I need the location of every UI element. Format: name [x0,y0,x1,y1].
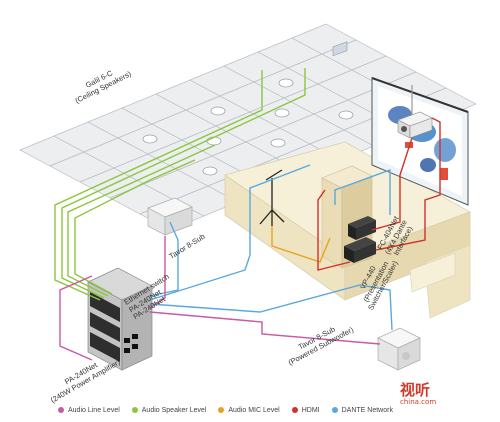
speaker-cable-4 [74,159,196,295]
microphone-stand [259,169,285,226]
projector [397,85,433,139]
projection-screen [371,77,469,206]
dante-cable-1 [149,221,179,297]
ceiling-speaker [202,166,218,176]
mic-cable [271,226,331,263]
ceiling-speaker [210,106,226,116]
ceiling-speaker [270,138,286,148]
legend-label: DANTE Network [341,406,393,414]
fc404-device [348,216,376,240]
tavor-subwoofer-bottom [377,327,421,371]
ceiling-speaker [338,110,354,120]
vp440-device [344,237,376,263]
ceiling-speaker [278,78,294,88]
legend: Audio Line Level Audio Speaker Level Audio… [0,402,500,418]
hdmi-cable-1 [317,189,351,271]
legend-item: Audio Line Level [58,407,120,414]
tavor-subwoofer-top [147,197,193,236]
dante-cable-3 [149,284,393,331]
equipment-rack [87,267,153,371]
watermark-sub: china.com [400,398,437,406]
legend-item: HDMI [291,406,320,414]
watermark-logo: 视听 china.com [400,379,436,406]
ceiling-speaker [274,108,290,118]
ceiling-speaker [206,136,222,146]
legend-item: Audio Speaker Level [131,406,207,414]
speaker-cable-2 [61,68,306,299]
legend-label: Audio MIC Level [228,406,280,414]
legend-label: Audio Line Level [68,406,120,414]
cables [54,68,441,361]
legend-label: Audio Speaker Level [141,406,207,414]
legend-item: Audio MIC Level [218,406,280,414]
dante-cable-4 [334,169,391,215]
hdmi-cable-3 [371,137,413,231]
watermark-text: 视听 [400,381,431,399]
ceiling-speaker [142,134,158,144]
speaker-cable-3 [67,144,216,297]
line-cable-1 [149,236,166,309]
legend-swatch [218,407,225,413]
legend-item: DANTE Network [331,406,393,414]
legend-swatch [331,407,338,413]
legend-swatch [131,407,138,413]
legend-swatch [291,407,298,413]
line-cable-2 [149,311,381,345]
line-cable-3 [59,275,93,361]
hdmi-cable-2 [375,117,441,251]
legend-swatch [58,407,64,413]
speaker-cable-1 [54,70,263,301]
dante-cable-2 [149,164,311,301]
legend-label: HDMI [301,406,320,414]
